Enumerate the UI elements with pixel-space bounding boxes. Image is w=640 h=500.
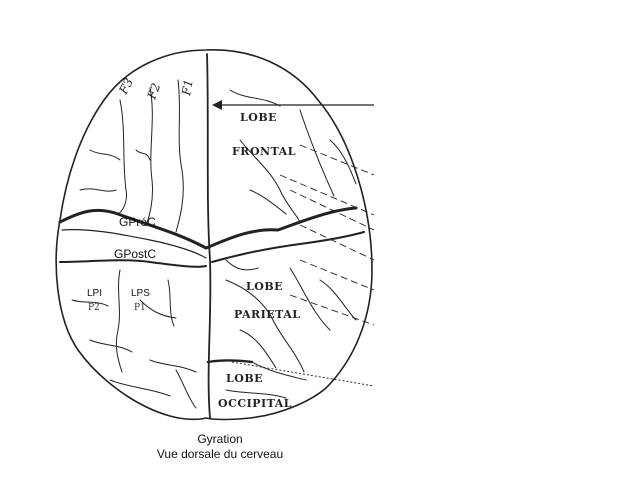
label-f3: F3 [116, 75, 136, 97]
frontal-sulci-right [229, 89, 357, 223]
label-f2: F2 [144, 81, 163, 102]
frontal-sulci-left [79, 79, 184, 233]
label-frontal-lobe-1: LOBE [240, 111, 277, 124]
label-p2: P2 [88, 303, 100, 313]
occipital-sulci-right [225, 361, 307, 399]
label-frontal-lobe-2: FRONTAL [232, 145, 296, 158]
occipital-sulci-left [109, 369, 197, 409]
parieto-occipital-sulcus [206, 359, 254, 364]
label-occipital-lobe-2: OCCIPITAL [218, 397, 292, 410]
central-sulcus [58, 206, 358, 250]
label-f1: F1 [179, 78, 196, 97]
label-lps: LPS [131, 288, 150, 299]
label-parietal-lobe-1: LOBE [246, 280, 283, 293]
brain-outline [55, 49, 373, 421]
precentral-sulcus [61, 229, 207, 259]
pointer-arrowhead [212, 100, 222, 110]
label-precentral-gyrus: GPréC [119, 215, 156, 229]
caption-subtitle: Vue dorsale du cerveau [156, 447, 284, 461]
parietal-sulci-left [71, 269, 197, 373]
longitudinal-fissure [206, 53, 212, 419]
parietal-sulci-right [225, 259, 357, 373]
pointer-dotted-line [231, 361, 375, 387]
label-parietal-lobe-2: PARIETAL [234, 308, 301, 321]
caption-title: Gyration [197, 432, 243, 446]
label-postcentral-gyrus: GPostC [114, 247, 156, 261]
label-occipital-lobe-1: LOBE [226, 372, 263, 385]
label-lpi: LPI [87, 288, 102, 299]
label-p1: P1 [134, 303, 146, 313]
pointer-dashed-lines [279, 144, 375, 326]
postcentral-sulcus [59, 231, 365, 268]
